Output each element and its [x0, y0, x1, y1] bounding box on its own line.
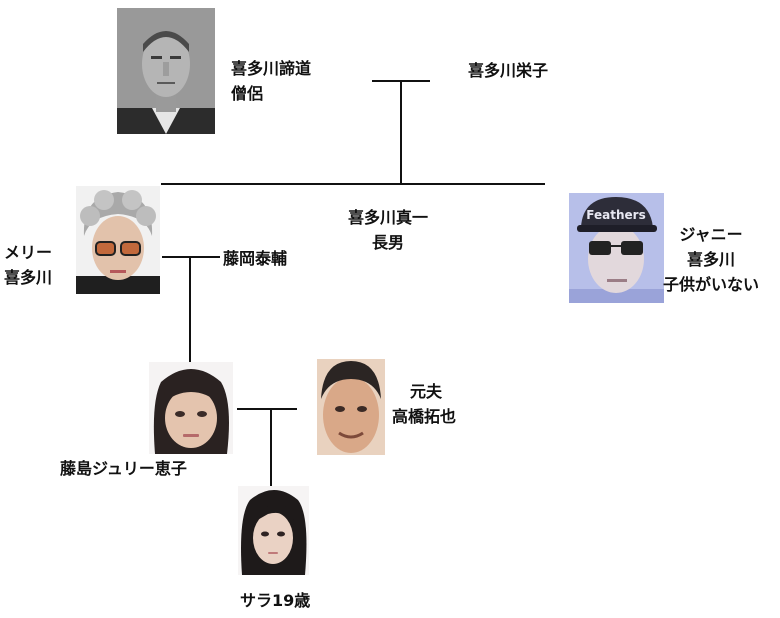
sibling-line	[161, 183, 545, 185]
johnny-note: 子供がいない	[663, 275, 760, 294]
johnny-photo: Feathers	[569, 193, 664, 303]
son1-name: 喜多川真一	[348, 208, 429, 227]
sara-name: サラ19歳	[240, 591, 311, 610]
mother-name: 喜多川栄子	[468, 61, 549, 80]
johnny-name: ジャニー	[679, 225, 743, 244]
mary-label: メリー 喜多川	[4, 240, 52, 290]
julie-photo	[149, 362, 233, 454]
father-photo	[117, 8, 215, 134]
julie-label: 藤島ジュリー恵子	[60, 456, 187, 481]
mary-name: メリー	[4, 243, 53, 262]
sara-label: サラ19歳	[240, 588, 310, 613]
julie-name: 藤島ジュリー恵子	[60, 459, 187, 478]
johnny-label: ジャニー 喜多川 子供がいない	[663, 222, 759, 297]
mother-label: 喜多川栄子	[468, 58, 548, 83]
mary-husband-name: 藤岡泰輔	[223, 249, 288, 268]
mary-surname: 喜多川	[4, 268, 53, 287]
sara-photo	[238, 486, 309, 575]
marriage-line-julie	[237, 408, 297, 410]
julie-husband-name: 高橋拓也	[392, 407, 457, 426]
julie-husband-label: 元夫 高橋拓也	[392, 379, 456, 429]
johnny-surname: 喜多川	[687, 250, 736, 269]
descent-line-parents	[400, 80, 402, 184]
descent-line-julie	[270, 408, 272, 486]
mary-photo	[76, 186, 160, 294]
marriage-line-mary	[162, 256, 220, 258]
son1-role: 長男	[372, 233, 405, 252]
father-name: 喜多川諦道	[231, 59, 312, 78]
julie-husband-role: 元夫	[410, 382, 443, 401]
son1-label: 喜多川真一 長男	[348, 205, 428, 255]
johnny-cap-text: Feathers	[586, 208, 645, 222]
mary-husband-label: 藤岡泰輔	[223, 246, 287, 271]
father-label: 喜多川諦道 僧侶	[231, 56, 311, 106]
julie-husband-photo	[317, 359, 385, 455]
descent-line-mary	[189, 256, 191, 364]
father-role: 僧侶	[231, 84, 264, 103]
